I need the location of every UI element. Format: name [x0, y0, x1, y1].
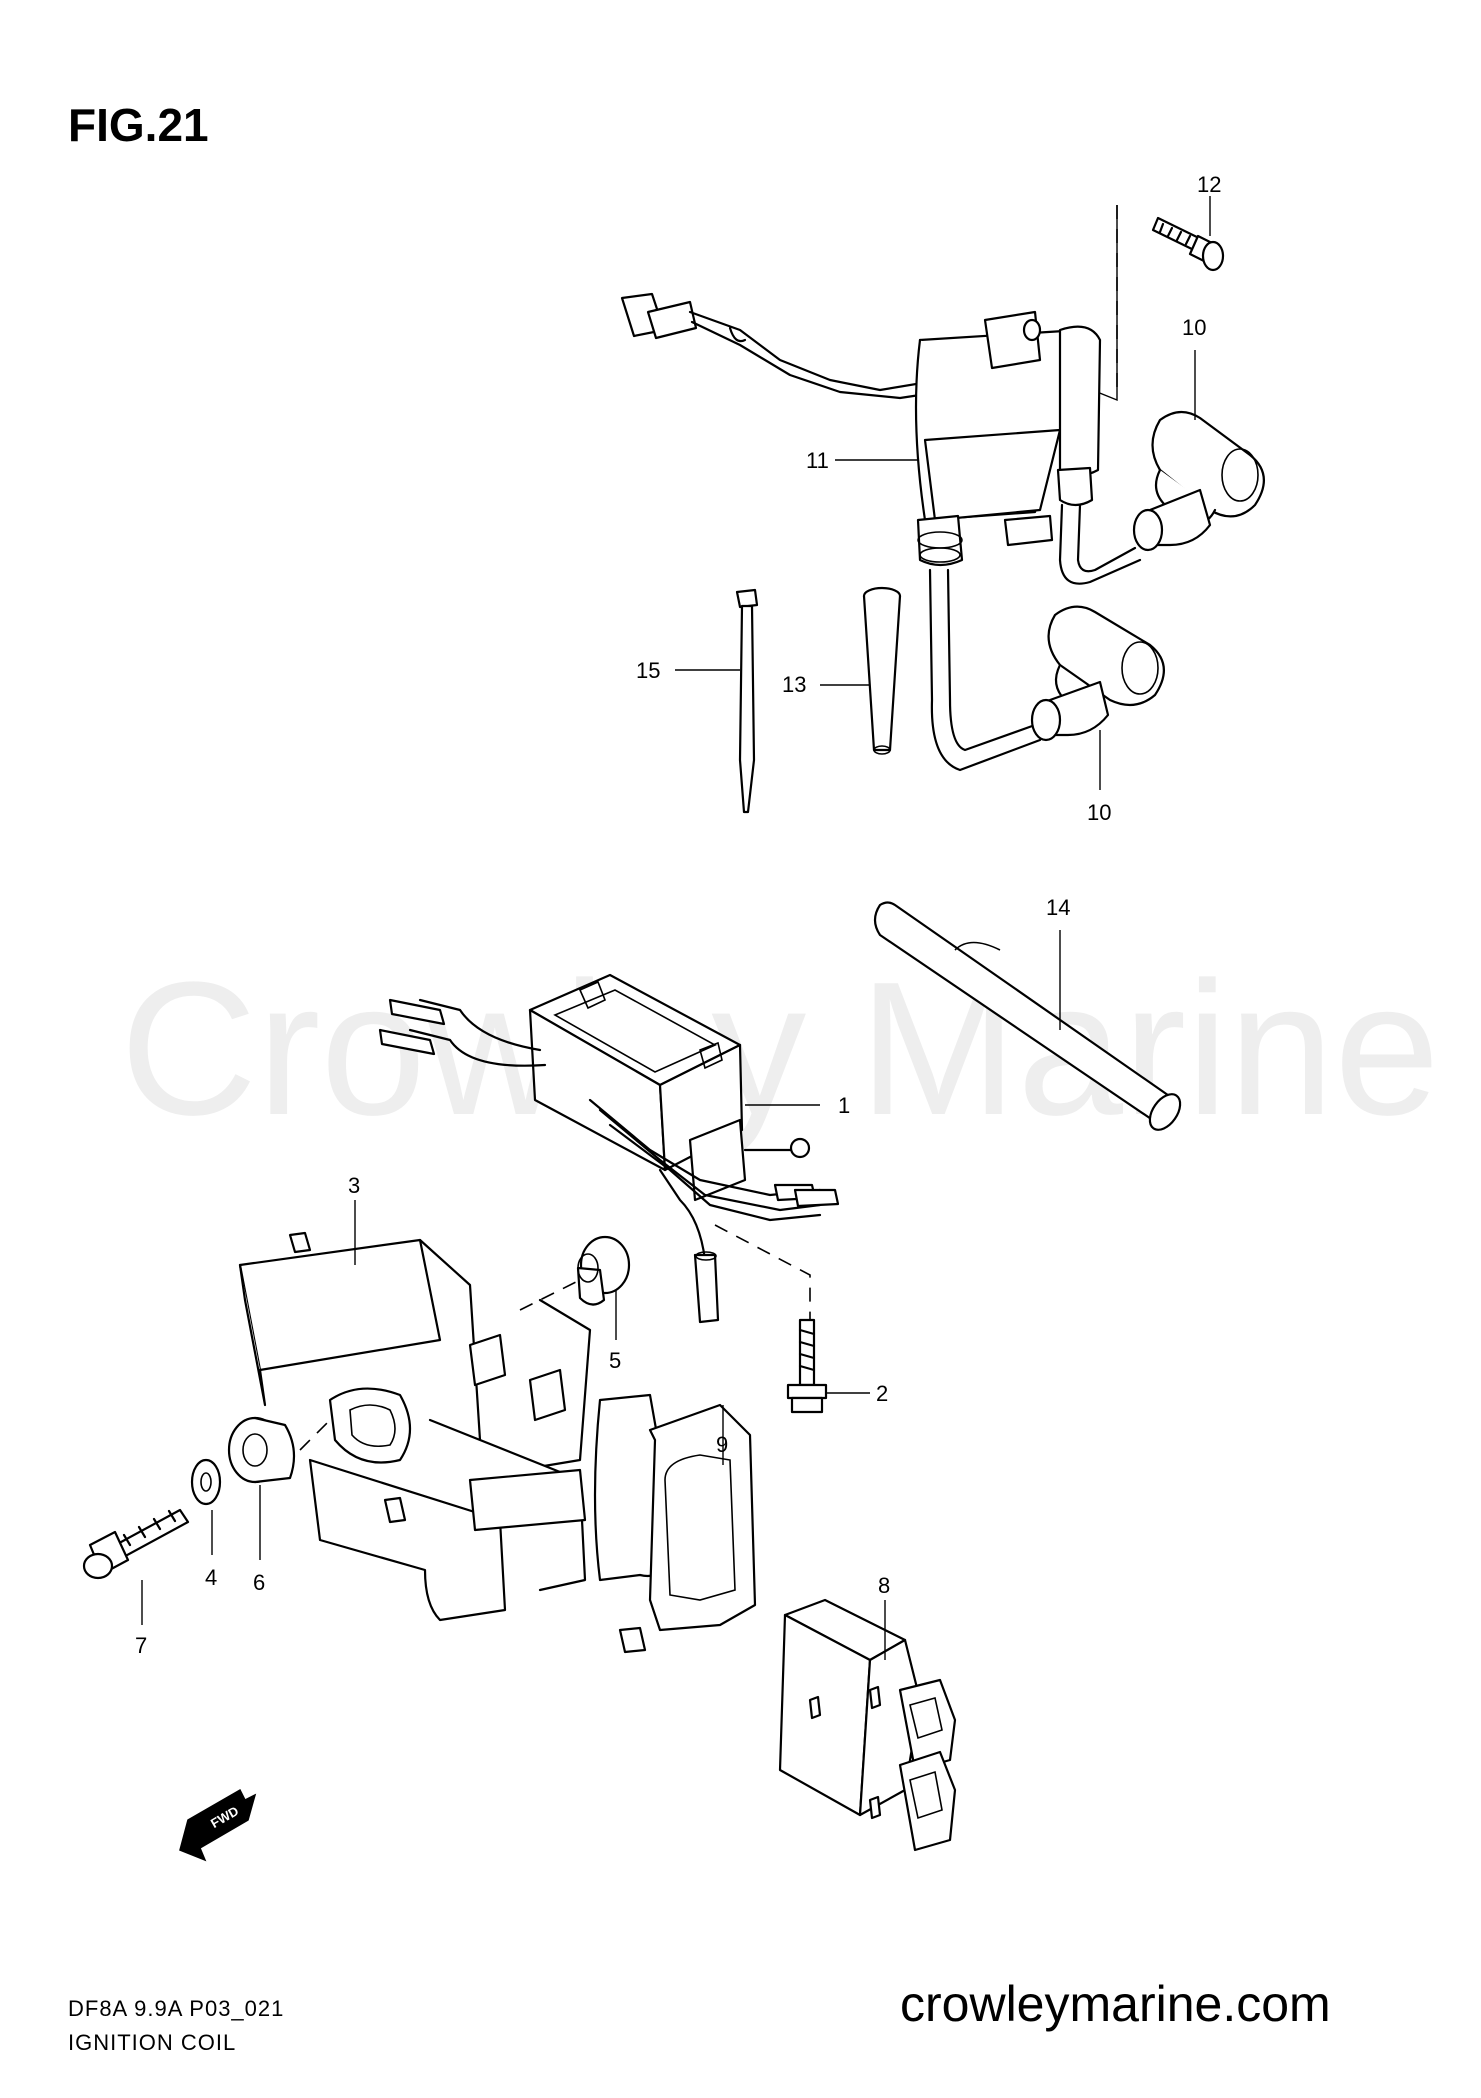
callout-13: 13 [782, 672, 806, 697]
watermark: Crowley Marine [120, 943, 1440, 1155]
figure-label: FIG.21 [68, 99, 209, 151]
bolt-2[interactable] [786, 1318, 828, 1414]
callout-8: 8 [878, 1573, 890, 1598]
callout-11: 11 [806, 448, 829, 473]
ignition-coil-11[interactable] [620, 292, 1142, 772]
callout-3: 3 [348, 1173, 360, 1198]
callout-12: 12 [1197, 172, 1221, 197]
callout-14: 14 [1046, 895, 1070, 920]
cdi-unit-1[interactable] [378, 973, 840, 1324]
protective-tube-13[interactable] [862, 586, 902, 755]
callout-9: 9 [716, 1432, 728, 1457]
connector-8[interactable] [778, 1598, 957, 1852]
callout-15: 15 [636, 658, 660, 683]
bolt-12[interactable] [1151, 216, 1225, 272]
callout-1: 1 [838, 1093, 850, 1118]
grommet-6[interactable] [227, 1416, 296, 1484]
section-title: IGNITION COIL [68, 2030, 237, 2055]
washer-4[interactable] [190, 1458, 222, 1506]
rubber-cover-9[interactable] [593, 1393, 757, 1654]
callout-5: 5 [609, 1348, 621, 1373]
website-link[interactable]: crowleymarine.com [900, 1976, 1331, 2032]
callout-6: 6 [253, 1570, 265, 1595]
callout-10-upper: 10 [1182, 315, 1206, 340]
grommet-5[interactable] [576, 1235, 631, 1306]
callout-2: 2 [876, 1381, 888, 1406]
callout-4: 4 [205, 1565, 217, 1590]
spark-plug-cap-10-upper[interactable] [1132, 410, 1265, 552]
protective-sleeve-14[interactable] [873, 901, 1186, 1136]
callout-7: 7 [135, 1633, 147, 1658]
model-code: DF8A 9.9A P03_021 [68, 1996, 285, 2021]
spark-plug-cap-10-lower[interactable] [1030, 605, 1165, 742]
callout-10-lower: 10 [1087, 800, 1111, 825]
bracket-3[interactable] [238, 1231, 592, 1622]
fwd-arrow-icon [179, 1788, 257, 1862]
cable-tie-15[interactable] [735, 588, 759, 814]
bolt-7[interactable] [82, 1508, 190, 1580]
